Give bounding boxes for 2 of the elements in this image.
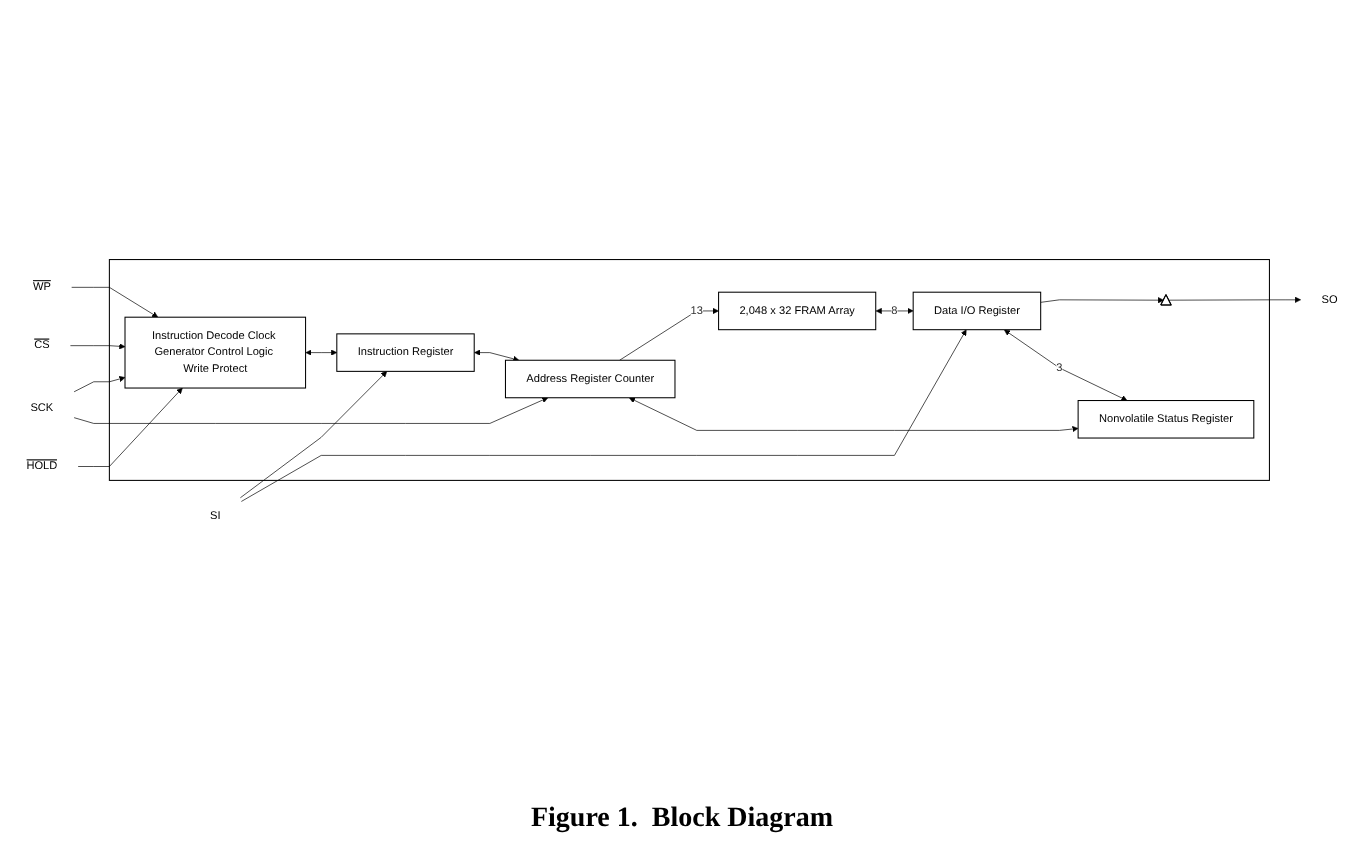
cluster — [108, 259, 1270, 482]
figure-caption: Figure 1. Block Diagram — [530, 802, 833, 838]
